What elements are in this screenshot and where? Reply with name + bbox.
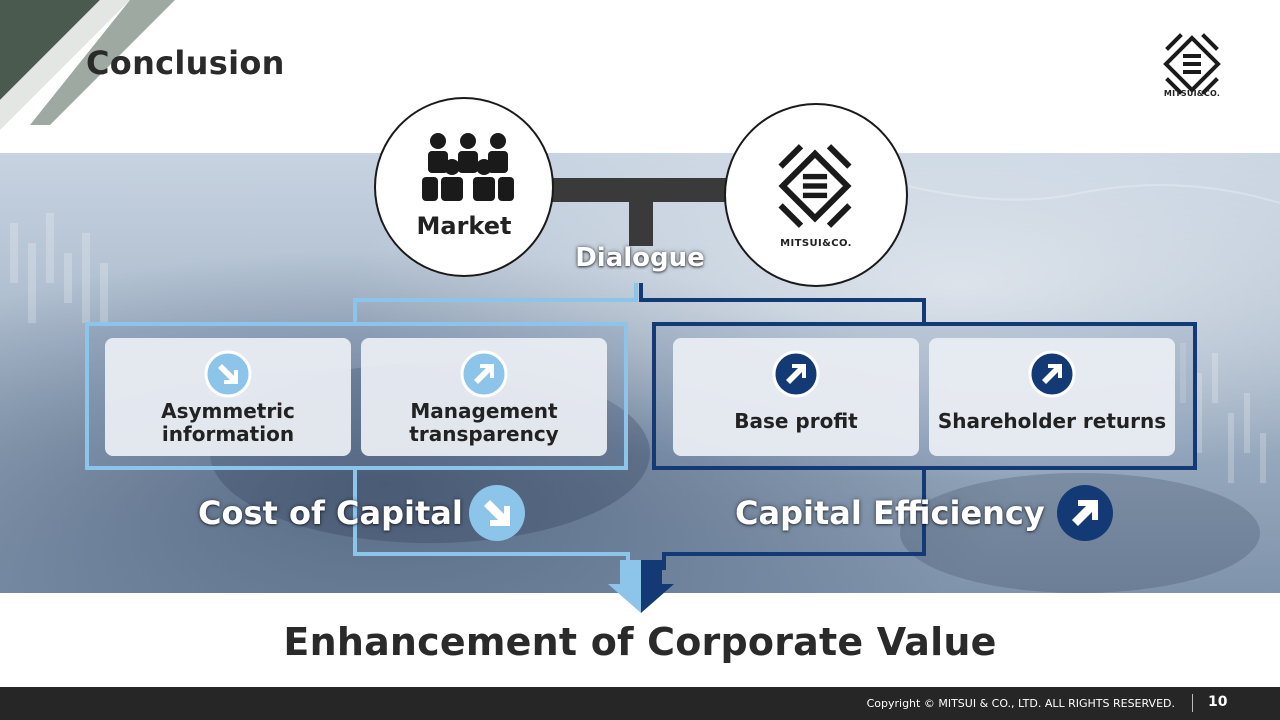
market-circle: Market — [374, 97, 554, 277]
corner-decoration — [0, 0, 175, 130]
arrow-up-right-icon — [1057, 485, 1113, 541]
arrow-up-right-icon — [1028, 350, 1076, 398]
mitsui-circle-text: MITSUI&CO. — [780, 238, 852, 249]
mitsui-circle: MITSUI&CO. — [724, 103, 908, 287]
card-label-line2: information — [161, 422, 295, 446]
page-title: Conclusion — [86, 44, 285, 82]
market-label: Market — [416, 212, 512, 240]
card-label: Management transparency — [361, 400, 607, 446]
people-icon — [422, 133, 514, 201]
asymmetric-information-card: Asymmetric information — [105, 338, 351, 456]
copyright-text: Copyright © MITSUI & CO., LTD. ALL RIGHT… — [866, 697, 1175, 710]
card-label: Shareholder returns — [937, 409, 1167, 433]
footer-divider — [1192, 694, 1193, 712]
capital-efficiency-label: Capital Efficiency — [735, 494, 1045, 532]
base-profit-card: Base profit — [673, 338, 919, 456]
footer: Copyright © MITSUI & CO., LTD. ALL RIGHT… — [0, 687, 1280, 720]
dialogue-label: Dialogue — [575, 243, 705, 273]
page-number: 10 — [1208, 694, 1228, 710]
shareholder-returns-card: Shareholder returns — [929, 338, 1175, 456]
card-label: Asymmetric information — [105, 400, 351, 446]
card-label-line1: Asymmetric — [161, 399, 295, 423]
arrow-down-right-icon — [204, 350, 252, 398]
logo-text: MITSUI&CO. — [1163, 89, 1221, 98]
arrow-up-right-icon — [460, 350, 508, 398]
management-transparency-card: Management transparency — [361, 338, 607, 456]
card-label-line1: Management — [410, 399, 558, 423]
card-label: Base profit — [734, 409, 858, 433]
result-text: Enhancement of Corporate Value — [283, 620, 997, 664]
cost-of-capital-label: Cost of Capital — [198, 494, 463, 532]
mitsui-logo-icon — [1163, 33, 1221, 95]
card-label-line2: transparency — [409, 422, 559, 446]
arrow-down-right-icon — [469, 485, 525, 541]
mitsui-mark-icon — [778, 144, 852, 228]
arrow-up-right-icon — [772, 350, 820, 398]
